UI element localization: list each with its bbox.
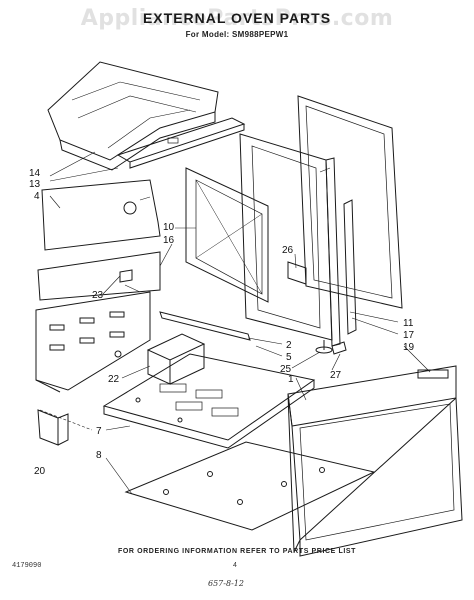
vent-hood-strip <box>116 117 246 169</box>
drawer-front-frame <box>287 365 463 557</box>
outer-door-panel <box>297 95 403 309</box>
callout-19: 19 <box>403 342 415 353</box>
callout-25: 25 <box>280 364 292 375</box>
bracket-part-20 <box>37 409 69 446</box>
callout-16: 16 <box>163 235 175 246</box>
burner-box <box>146 333 206 385</box>
watermark: AppliancePartsPros.com <box>80 6 394 31</box>
oven-floor-panel <box>124 441 376 531</box>
callout-14: 14 <box>29 168 41 179</box>
rear-panel <box>41 179 161 251</box>
model-subtitle: For Model: SM988PEPW1 <box>185 30 289 39</box>
callout-11: 11 <box>403 318 414 329</box>
side-panel-lower <box>35 291 151 393</box>
callout-22: 22 <box>108 374 120 385</box>
top-panel <box>47 61 219 171</box>
door-seal-strip <box>343 199 357 335</box>
callout-23: 23 <box>92 290 104 301</box>
oven-liner-frame <box>185 167 269 303</box>
ordering-footnote: FOR ORDERING INFORMATION REFER TO PARTS … <box>117 548 357 555</box>
leader-lines <box>39 151 431 495</box>
page-number: 4 <box>233 562 237 569</box>
callout-26: 26 <box>282 245 294 256</box>
oven-bottom-tray <box>102 353 316 449</box>
clip-part-27 <box>331 341 347 355</box>
door-side-trim <box>325 157 341 347</box>
callout-4: 4 <box>34 191 40 202</box>
bottom-rail <box>159 311 251 341</box>
callout-5: 5 <box>286 352 292 363</box>
callout-27: 27 <box>330 370 342 381</box>
handwritten-note: 657-8-12 <box>208 579 244 588</box>
diagram-title: EXTERNAL OVEN PARTS <box>142 10 332 26</box>
document-number: 4179090 <box>12 562 42 570</box>
side-panel-upper <box>37 251 161 301</box>
callout-20: 20 <box>34 466 46 477</box>
part-callouts: 14 13 4 10 16 26 23 11 17 19 2 5 25 27 2… <box>29 168 415 477</box>
leveling-foot <box>315 340 333 354</box>
callout-7: 7 <box>96 426 102 437</box>
callout-17: 17 <box>403 330 415 341</box>
callout-1: 1 <box>288 374 294 385</box>
callout-2: 2 <box>286 340 292 351</box>
hinge-bracket-26 <box>287 261 307 285</box>
callout-10: 10 <box>163 222 175 233</box>
callout-13: 13 <box>29 179 41 190</box>
callout-8: 8 <box>96 450 102 461</box>
door-liner <box>239 133 333 341</box>
